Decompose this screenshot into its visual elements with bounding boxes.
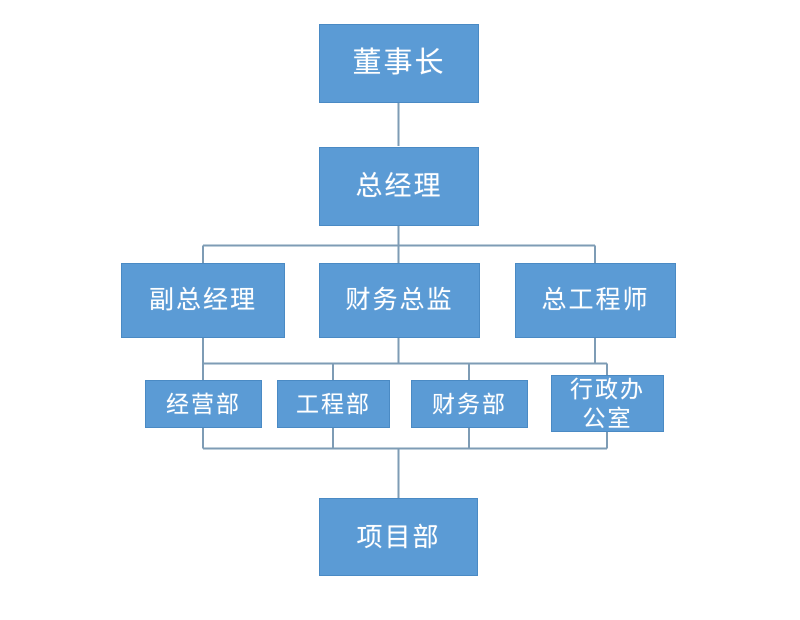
node-operations-department-label: 经营部 — [166, 390, 241, 417]
node-operations-department[interactable]: 经营部 — [145, 380, 262, 428]
node-engineering-department-label: 工程部 — [296, 390, 371, 417]
node-administrative-office-label: 行政办 公室 — [570, 376, 645, 431]
node-chairman-label: 董事长 — [352, 47, 446, 80]
node-engineering-department[interactable]: 工程部 — [277, 380, 390, 428]
node-finance-department[interactable]: 财务部 — [411, 380, 528, 428]
node-administrative-office[interactable]: 行政办 公室 — [551, 375, 664, 432]
node-chairman[interactable]: 董事长 — [319, 24, 479, 103]
node-chief-engineer[interactable]: 总工程师 — [515, 263, 676, 338]
node-finance-department-label: 财务部 — [432, 390, 507, 417]
node-deputy-general-manager-label: 副总经理 — [148, 285, 257, 314]
node-deputy-general-manager[interactable]: 副总经理 — [121, 263, 285, 338]
node-project-department[interactable]: 项目部 — [319, 498, 478, 576]
node-general-manager[interactable]: 总经理 — [319, 147, 479, 226]
node-finance-director[interactable]: 财务总监 — [319, 263, 480, 338]
node-chief-engineer-label: 总工程师 — [541, 285, 650, 314]
node-finance-director-label: 财务总监 — [345, 285, 454, 314]
node-general-manager-label: 总经理 — [355, 170, 443, 201]
node-project-department-label: 项目部 — [356, 521, 441, 552]
